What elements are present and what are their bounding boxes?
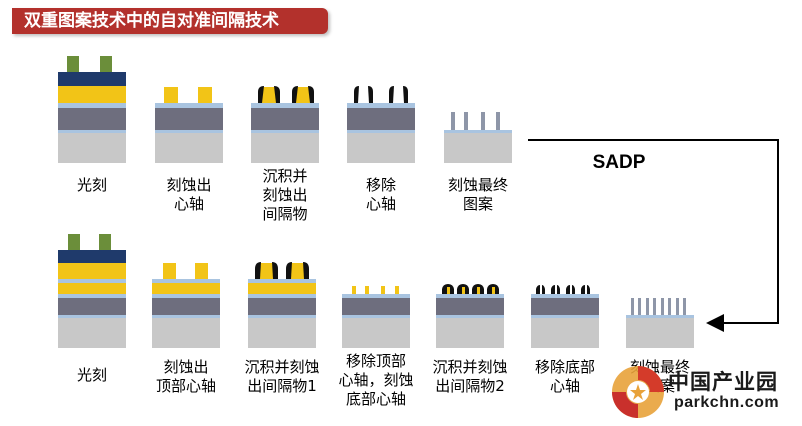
top-step-2-label: 刻蚀出 心轴 bbox=[166, 176, 212, 213]
top-step-4-label: 移除 心轴 bbox=[365, 176, 396, 213]
top-step-1-lithography-stack bbox=[58, 56, 126, 163]
bottom-step-3-spacer-1-stack bbox=[248, 262, 316, 348]
top-step-4-remove-mandrel-stack bbox=[347, 86, 415, 163]
parkchn-logo-icon bbox=[612, 366, 664, 418]
top-step-5-final-pattern-stack bbox=[444, 112, 512, 163]
top-step-1-label: 光刻 bbox=[76, 176, 107, 194]
watermark-cn: 中国产业园 bbox=[668, 370, 778, 394]
bottom-step-1-lithography-stack bbox=[58, 234, 126, 348]
bottom-step-5-label: 沉积并刻蚀 出间隔物2 bbox=[432, 358, 508, 395]
sadp-arrow bbox=[528, 139, 779, 332]
page-title: 双重图案技术中的自对准间隔技术 bbox=[12, 8, 328, 34]
bottom-step-2-label: 刻蚀出 顶部心轴 bbox=[155, 358, 216, 395]
top-step-2-mandrel-stack bbox=[155, 87, 223, 163]
bottom-step-4-label: 移除顶部 心轴，刻蚀 底部心轴 bbox=[338, 352, 414, 408]
top-step-3-spacer-stack bbox=[251, 86, 319, 163]
top-step-3-label: 沉积并 刻蚀出 间隔物 bbox=[262, 167, 308, 223]
bottom-step-1-label: 光刻 bbox=[76, 366, 107, 384]
watermark: 中国产业园 parkchn.com bbox=[608, 360, 802, 426]
bottom-step-4-bottom-mandrel-stack bbox=[342, 286, 410, 348]
bottom-step-7-final-pattern-stack bbox=[626, 298, 694, 348]
watermark-en: parkchn.com bbox=[674, 394, 780, 411]
bottom-step-6-remove-bottom-mandrel-stack bbox=[531, 285, 599, 348]
bottom-step-5-spacer-2-stack bbox=[436, 284, 504, 348]
top-step-5-label: 刻蚀最终 图案 bbox=[447, 176, 508, 213]
bottom-step-2-top-mandrel-stack bbox=[152, 263, 220, 348]
bottom-step-6-label: 移除底部 心轴 bbox=[534, 358, 595, 395]
bottom-step-3-label: 沉积并刻蚀 出间隔物1 bbox=[244, 358, 320, 395]
sadp-label: SADP bbox=[592, 152, 646, 173]
